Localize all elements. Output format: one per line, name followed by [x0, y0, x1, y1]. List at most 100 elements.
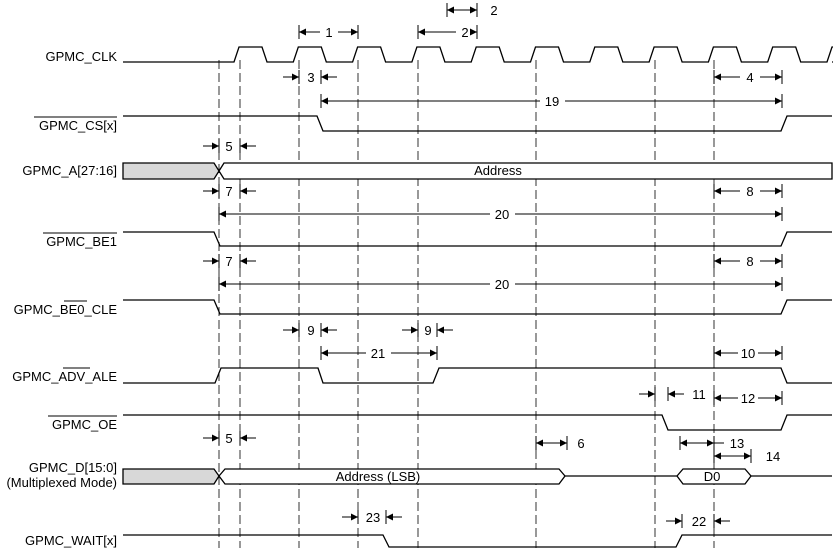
waveform-gpmc-clk	[123, 46, 833, 63]
arrowhead-in-left-t7a	[212, 187, 219, 195]
waveform-gpmc-d-idle	[122, 468, 220, 485]
bus-labels: Address Address (LSB) D0	[336, 163, 721, 484]
timing-label-9-second: 9	[424, 323, 431, 338]
arrowhead-in-right-t11	[668, 390, 675, 398]
arrowhead-in-right-t9a	[321, 326, 328, 334]
timing-label-5-address: 5	[225, 139, 232, 154]
timing-label-14: 14	[766, 449, 780, 464]
arrowhead-right-t12	[775, 394, 782, 402]
waveform-gpmc-adv-ale	[123, 367, 832, 384]
timing-label-8-be0: 8	[746, 254, 753, 269]
timing-label-13: 13	[730, 436, 744, 451]
timing-label-10: 10	[741, 346, 755, 361]
timing-label-9-first: 9	[307, 323, 314, 338]
arrowhead-left-t1	[299, 28, 306, 36]
signal-label-multiplexed-mode: (Multiplexed Mode)	[6, 475, 117, 490]
arrowhead-in-right-t3	[321, 73, 328, 81]
timing-label-2-top: 2	[490, 3, 497, 18]
bus-label-address-lsb: Address (LSB)	[336, 469, 421, 484]
arrowhead-in-left-t7b	[212, 257, 219, 265]
arrowhead-in-left-t22	[675, 517, 682, 525]
timing-arrows	[203, 3, 783, 528]
arrowhead-left-t20a	[219, 210, 226, 218]
arrowhead-left-t8a	[714, 187, 721, 195]
signal-label-gpmc-a: GPMC_A[27:16]	[22, 163, 117, 178]
signal-label-gpmc-be0-cle: GPMC_BE0_CLE	[14, 302, 118, 317]
arrowhead-in-left-t3	[292, 73, 299, 81]
arrowhead-right-t1	[351, 28, 358, 36]
arrowhead-left-t19	[321, 97, 328, 105]
waveform-gpmc-be0-cle	[123, 299, 832, 315]
arrowhead-in-left-t5a	[212, 142, 219, 150]
arrowhead-in-right-t7a	[240, 187, 247, 195]
signal-label-gpmc-adv-ale: GPMC_ADV_ALE	[12, 369, 117, 384]
signal-label-gpmc-oe: GPMC_OE	[52, 417, 117, 432]
signal-label-gpmc-cs: GPMC_CS[x]	[39, 118, 117, 133]
arrowhead-left-t4	[714, 73, 721, 81]
timing-label-19: 19	[545, 94, 559, 109]
arrowhead-right-t6	[560, 439, 567, 447]
timing-label-21: 21	[371, 346, 385, 361]
timing-label-5-data: 5	[225, 431, 232, 446]
waveforms	[122, 46, 833, 548]
arrowhead-in-left-t23	[351, 513, 358, 521]
arrowhead-left-t2	[418, 28, 425, 36]
arrowhead-in-left-t5b	[212, 434, 219, 442]
arrowhead-right-t20b	[775, 280, 782, 288]
arrowhead-right-t20a	[775, 210, 782, 218]
timing-label-20-be0: 20	[495, 277, 509, 292]
arrowhead-right-t19	[775, 97, 782, 105]
arrowhead-in-right-t5a	[240, 142, 247, 150]
arrowhead-left-t2top	[447, 6, 454, 14]
arrowhead-in-right-t7b	[240, 257, 247, 265]
waveform-gpmc-cs	[123, 115, 832, 132]
arrowhead-right-t13	[707, 439, 714, 447]
overbars	[34, 116, 117, 417]
timing-label-4: 4	[746, 70, 753, 85]
arrowhead-right-t8b	[775, 257, 782, 265]
signal-label-gpmc-d: GPMC_D[15:0]	[29, 460, 117, 475]
timing-label-7-be0: 7	[225, 254, 232, 269]
timing-label-2: 2	[461, 25, 468, 40]
waveform-gpmc-be1	[123, 231, 832, 247]
arrowhead-left-t14	[714, 452, 721, 460]
timing-label-8-be1: 8	[746, 184, 753, 199]
bus-label-address: Address	[474, 163, 522, 178]
arrowhead-right-t4	[775, 73, 782, 81]
arrowhead-left-t8b	[714, 257, 721, 265]
timing-label-12: 12	[741, 391, 755, 406]
bus-label-d0: D0	[704, 469, 721, 484]
signal-labels: GPMC_CLK GPMC_CS[x] GPMC_A[27:16] GPMC_B…	[6, 49, 117, 548]
timing-label-23: 23	[366, 510, 380, 525]
waveform-gpmc-oe	[123, 414, 832, 431]
arrowhead-in-left-t9b	[411, 326, 418, 334]
waveform-gpmc-a-address	[218, 162, 833, 180]
timing-labels: 1 2 2 3 4 19 5 7 8 20 7 8 20 9 9 21 10 1…	[225, 3, 780, 529]
arrowhead-in-right-t9b	[437, 326, 444, 334]
arrowhead-right-t2	[470, 28, 477, 36]
arrowhead-left-t21	[321, 349, 328, 357]
arrowhead-right-t8a	[775, 187, 782, 195]
arrowhead-in-left-t9a	[292, 326, 299, 334]
signal-label-gpmc-clk: GPMC_CLK	[45, 49, 117, 64]
timing-label-3: 3	[307, 70, 314, 85]
waveform-gpmc-a-idle	[122, 162, 220, 180]
arrowhead-in-left-t11	[648, 390, 655, 398]
arrowhead-in-right-t22	[714, 517, 721, 525]
arrowhead-left-t13	[680, 439, 687, 447]
timing-label-20-be1: 20	[495, 207, 509, 222]
timing-label-1: 1	[325, 25, 332, 40]
arrowhead-in-right-t5b	[240, 434, 247, 442]
arrowhead-left-t20b	[219, 280, 226, 288]
arrowhead-right-t14	[744, 452, 751, 460]
signal-label-gpmc-wait: GPMC_WAIT[x]	[25, 533, 117, 548]
arrowhead-in-right-t23	[386, 513, 393, 521]
timing-label-22: 22	[692, 514, 706, 529]
arrowhead-right-t2top	[470, 6, 477, 14]
waveform-gpmc-wait	[123, 534, 832, 548]
arrowhead-right-t21	[430, 349, 437, 357]
arrowhead-left-t12	[714, 394, 721, 402]
signal-label-gpmc-be1: GPMC_BE1	[46, 234, 117, 249]
